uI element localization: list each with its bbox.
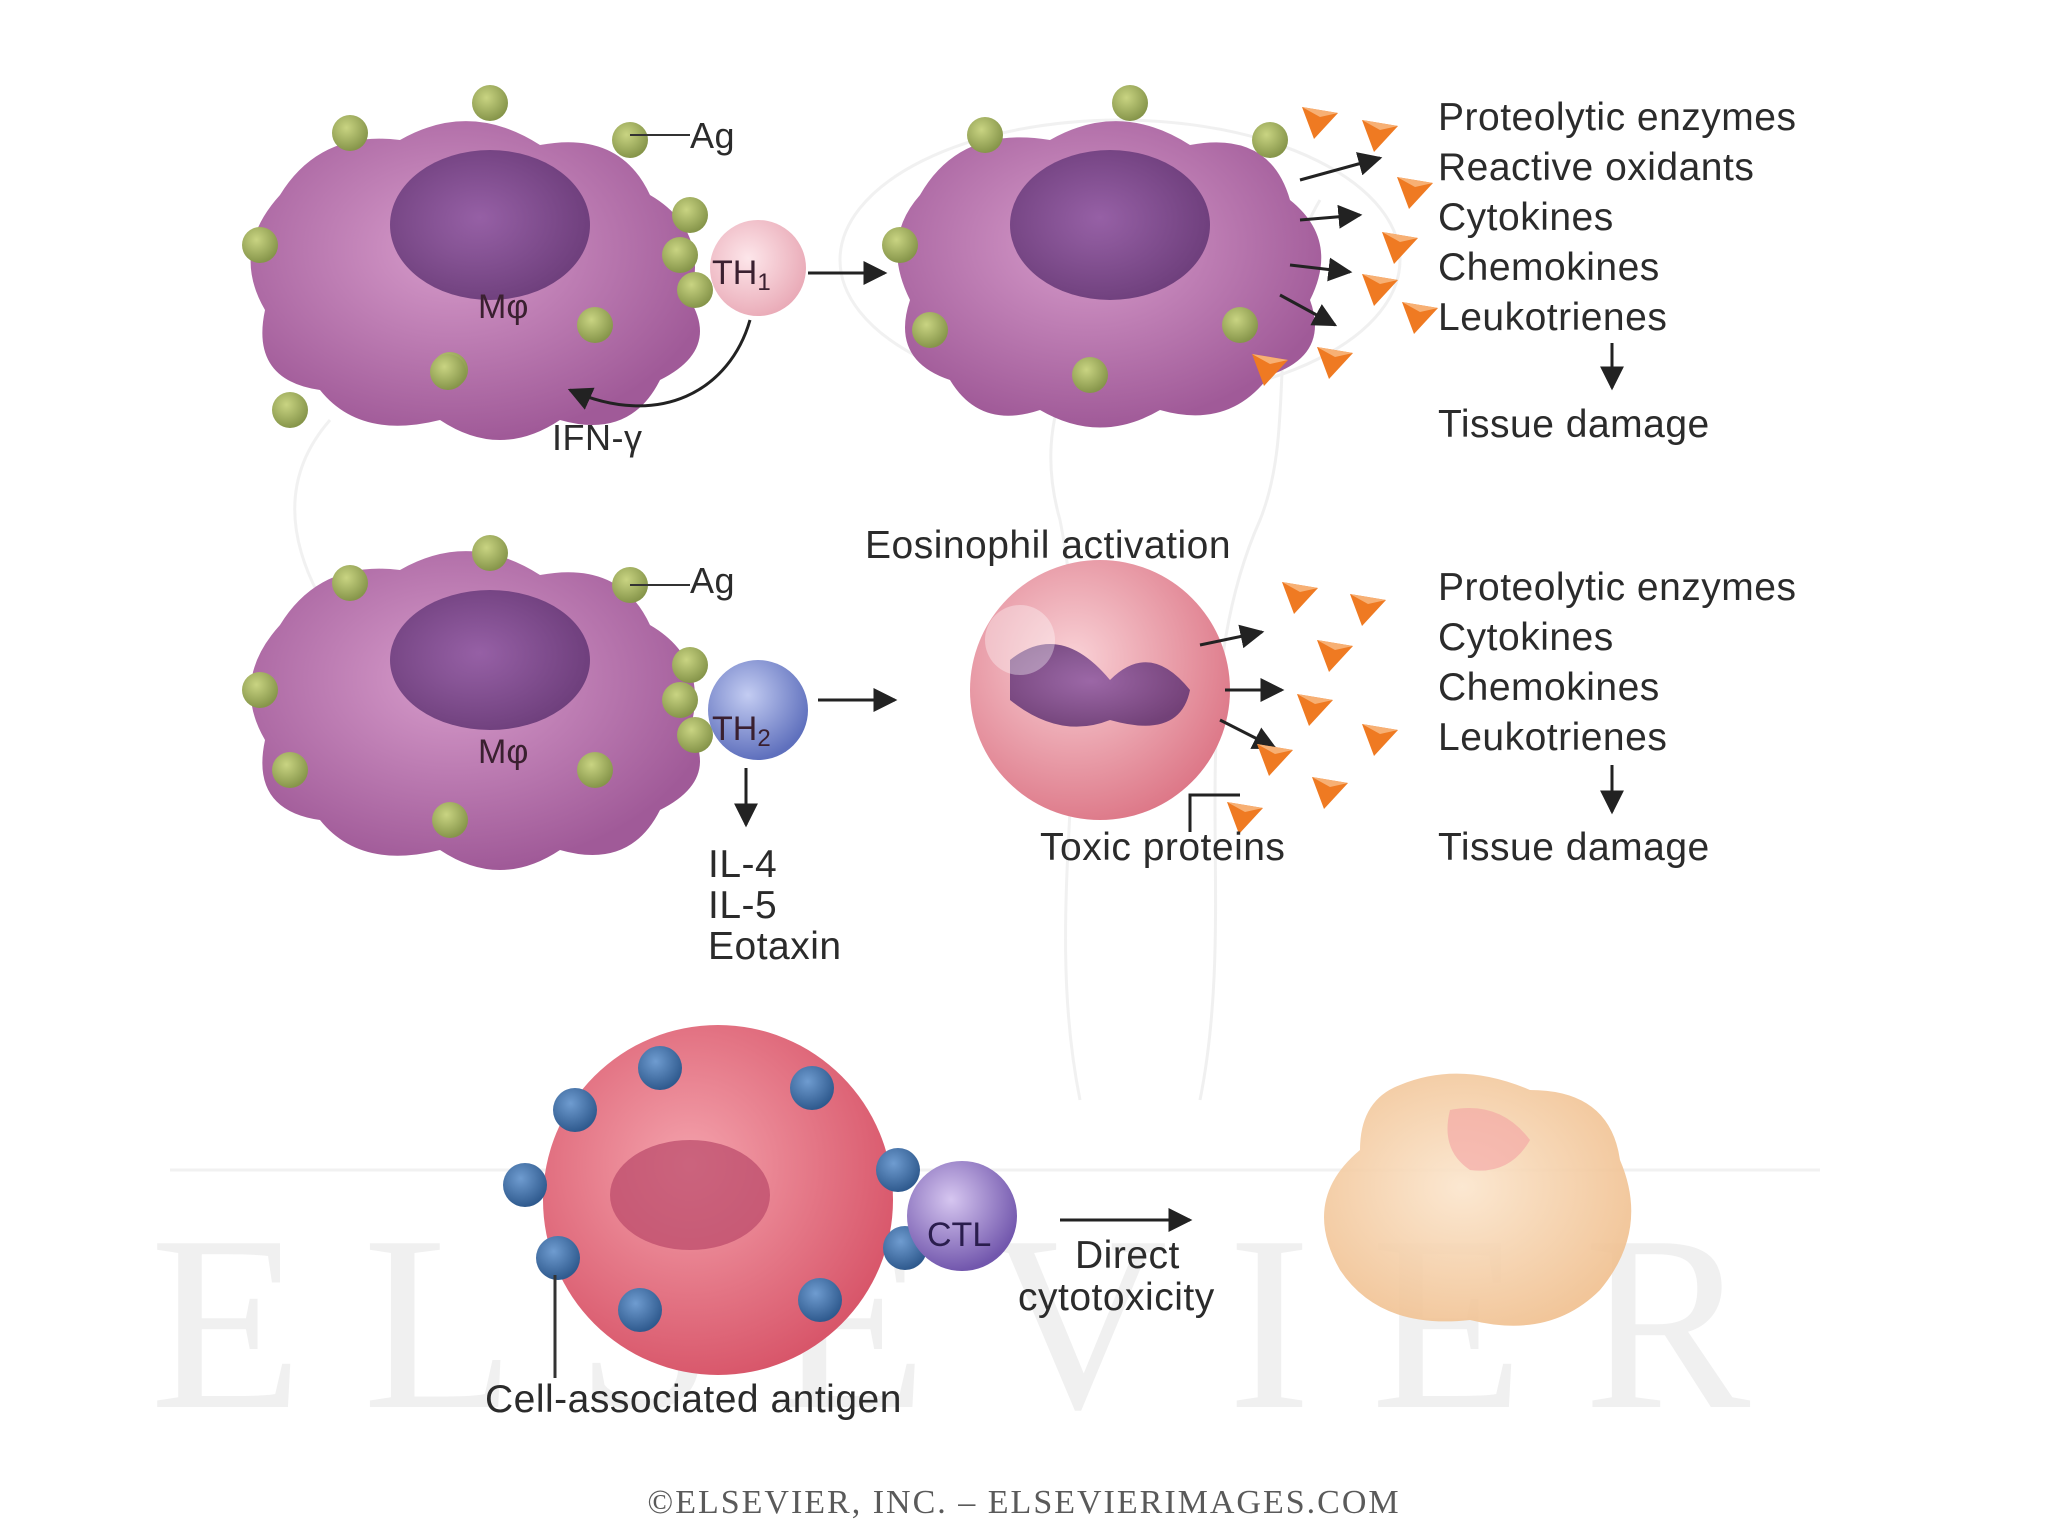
th-label-text: TH [712, 254, 758, 292]
cytotoxicity-label: cytotoxicity [1018, 1276, 1215, 1319]
toxic-proteins-bracket [1188, 793, 1240, 832]
panel2-cytokine-0: IL-4 [708, 843, 778, 886]
panel2-ag-label: Ag [690, 560, 736, 601]
panel1-th1-label: TH1 [712, 256, 771, 295]
panel2-release-arrows [1199, 624, 1285, 750]
ctl-label: CTL [927, 1216, 992, 1254]
ctl-cell [907, 1161, 1017, 1271]
damaged-cell [1324, 1073, 1632, 1326]
th2-cell [708, 660, 808, 760]
ifn-gamma-label: IFN-γ [552, 417, 643, 458]
panel1-product-4: Leukotrienes [1438, 296, 1668, 339]
panel2-product-2: Chemokines [1438, 666, 1660, 709]
panel1-ag-label: Ag [690, 115, 736, 156]
panel2-product-1: Cytokines [1438, 616, 1614, 659]
panel2-product-0: Proteolytic enzymes [1438, 566, 1797, 609]
panel1-macrophage-activated [882, 85, 1322, 428]
panel1-macrophage-label: Mφ [478, 288, 529, 326]
panel1-product-0: Proteolytic enzymes [1438, 96, 1797, 139]
panel2-cytokine-2: Eotaxin [708, 925, 842, 968]
panel1-macrophage-left [242, 85, 713, 441]
panel1-product-3: Chemokines [1438, 246, 1660, 289]
panel1-outcome: Tissue damage [1438, 403, 1710, 446]
panel2-th2-label: TH2 [712, 712, 771, 751]
toxic-proteins-label: Toxic proteins [1040, 826, 1286, 869]
copyright-text: ©ELSEVIER, INC. – ELSEVIERIMAGES.COM [647, 1484, 1401, 1521]
panel2-mediators [1227, 582, 1398, 834]
panel2-macrophage-label: Mφ [478, 733, 529, 771]
panel2-product-3: Leukotrienes [1438, 716, 1668, 759]
target-cell [503, 1025, 927, 1375]
panel1-release-arrows [1279, 152, 1383, 327]
panel1-product-2: Cytokines [1438, 196, 1614, 239]
th-subscript: 1 [757, 269, 771, 296]
panel2-cytokine-1: IL-5 [708, 884, 778, 927]
direct-label: Direct [1075, 1234, 1180, 1277]
panel2-macrophage [242, 535, 713, 870]
th1-cell [710, 220, 806, 316]
panel2-outcome: Tissue damage [1438, 826, 1710, 869]
eosinophil-cell [970, 560, 1230, 820]
cell-associated-antigen-label: Cell-associated antigen [485, 1378, 902, 1421]
arrow-ifn-gamma [567, 319, 752, 410]
eosinophil-activation-label: Eosinophil activation [865, 524, 1232, 567]
panel1-product-1: Reactive oxidants [1438, 146, 1755, 189]
th-label-text: TH [712, 710, 758, 748]
th-subscript: 2 [757, 725, 771, 752]
